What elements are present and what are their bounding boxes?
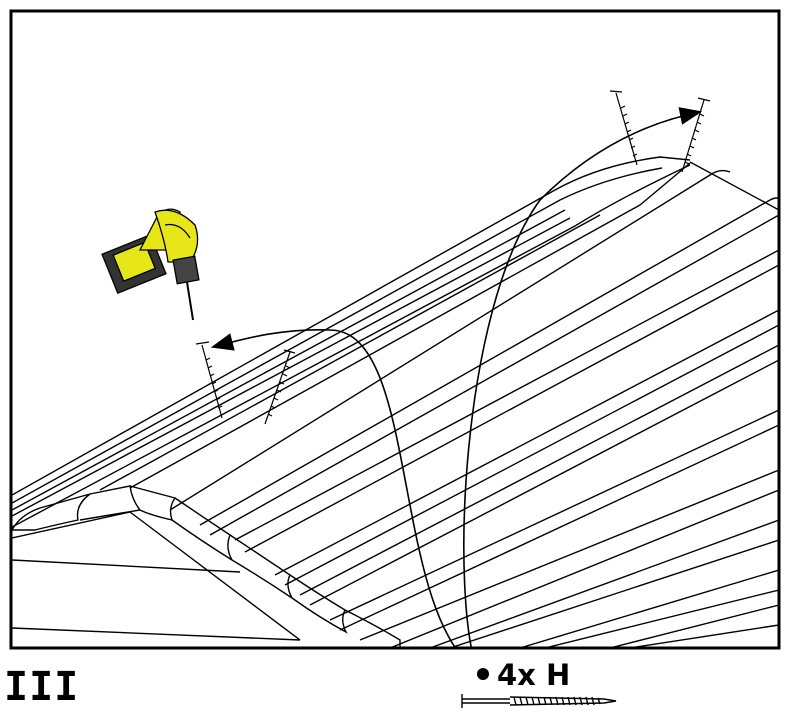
- screw-icon: [609, 90, 638, 166]
- cordless-drill-icon: [101, 208, 200, 321]
- installed-screws: [195, 90, 711, 425]
- roof-panel-lines: [169, 161, 779, 648]
- screw-icon: [195, 341, 223, 419]
- wall-lines: [12, 511, 301, 641]
- fastener-quantity-label: 4x H: [497, 658, 571, 692]
- step-number: III: [4, 664, 80, 710]
- screw-icon: [461, 694, 617, 708]
- panel-frame: [9, 9, 781, 650]
- screw-icon: [264, 349, 296, 425]
- ridge-cap: [12, 156, 691, 528]
- eave-segments: [12, 485, 401, 648]
- callout-dot: [477, 668, 489, 680]
- callout-arrows: [210, 107, 703, 648]
